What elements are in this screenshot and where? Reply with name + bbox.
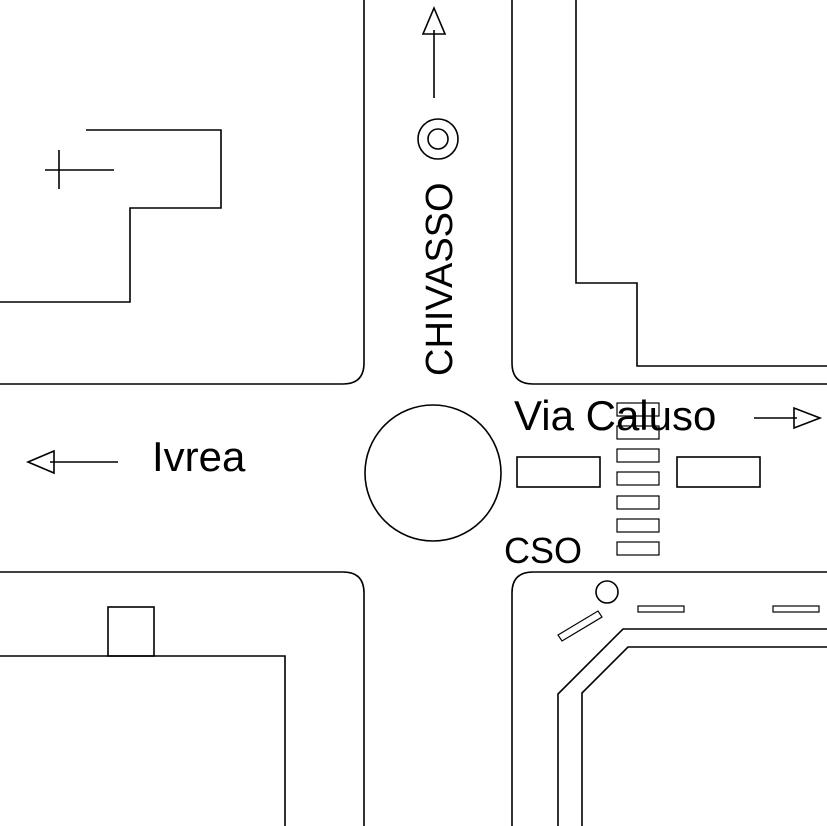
traffic-island-right	[676, 456, 761, 488]
arrow-right-icon	[754, 406, 823, 430]
building-top-left	[0, 129, 222, 303]
building-bottom-left-annex	[107, 606, 155, 657]
curb-bottom-right	[511, 571, 827, 826]
entrance-ramp	[557, 610, 603, 642]
window-marker-1	[637, 605, 685, 613]
label-corner-cso: CSO	[504, 530, 582, 571]
label-west-ivrea: Ivrea	[152, 433, 246, 480]
corner-pole	[595, 580, 619, 604]
building-bottom-right-inner	[581, 646, 827, 826]
building-bottom-right-outer	[557, 628, 827, 826]
curb-top-right	[511, 0, 827, 385]
building-bottom-left	[0, 655, 286, 826]
arrow-left-icon	[25, 449, 118, 475]
cross-marker	[45, 150, 114, 189]
roundabout	[364, 404, 502, 542]
target-marker-icon	[417, 118, 459, 160]
label-east-via-caluso: Via Caluso	[514, 392, 716, 439]
label-north-chivasso: CHIVASSO	[419, 182, 461, 376]
curb-top-left	[0, 0, 365, 385]
building-top-right	[575, 0, 827, 367]
curb-bottom-left	[0, 571, 365, 826]
arrow-up-icon	[421, 5, 447, 98]
pedestrian-crossing	[616, 402, 660, 556]
window-marker-2	[772, 605, 820, 613]
traffic-island-left	[516, 456, 601, 488]
